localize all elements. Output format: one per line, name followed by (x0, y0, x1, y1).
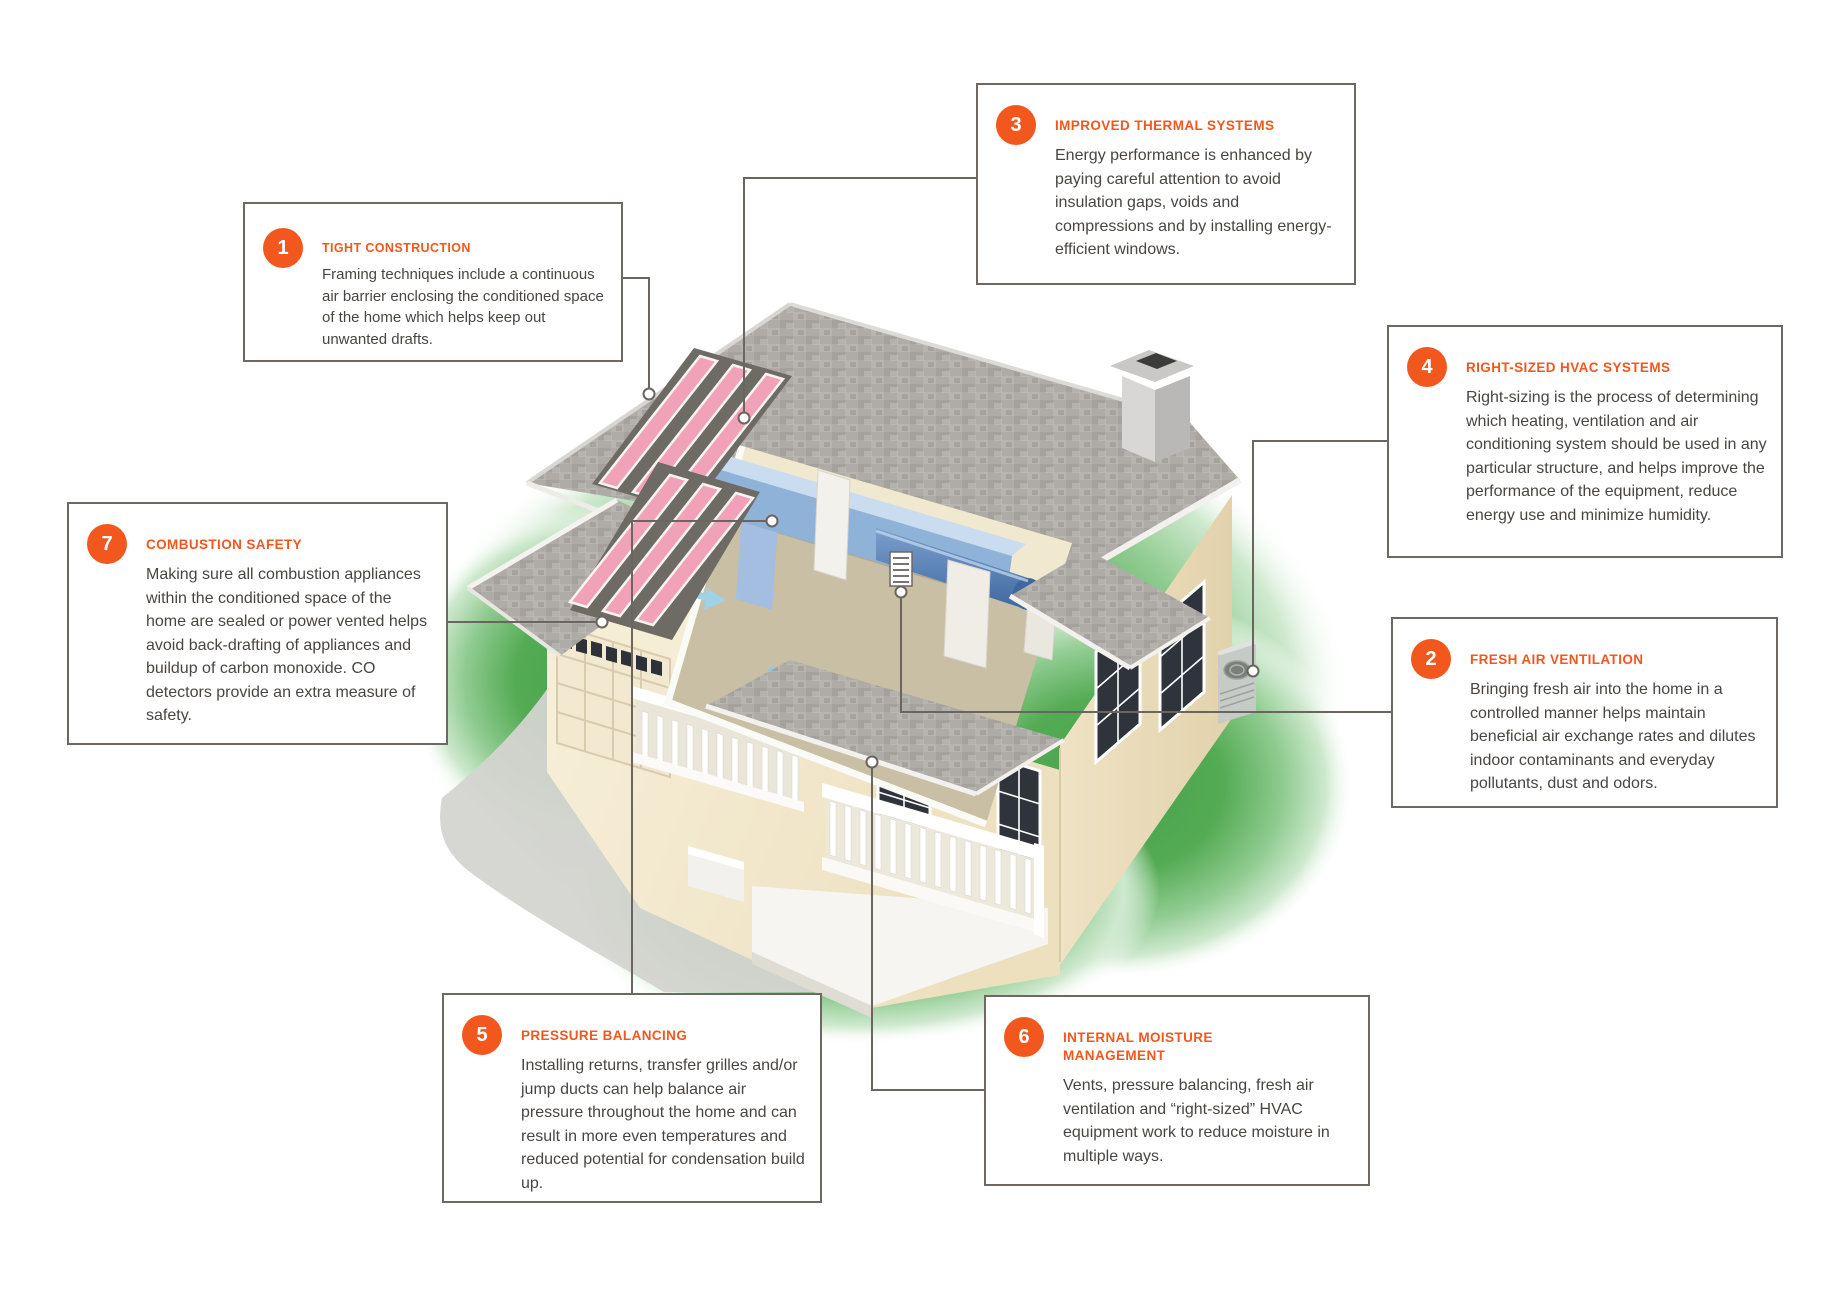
callout-internal-moisture-management: 6 INTERNAL MOISTURE MANAGEMENT Vents, pr… (984, 995, 1370, 1186)
callout-body-5: Installing returns, transfer grilles and… (521, 1057, 805, 1192)
callout-combustion-safety: 7 COMBUSTION SAFETY Making sure all comb… (67, 502, 448, 745)
callout-title-3: IMPROVED THERMAL SYSTEMS (1055, 118, 1275, 133)
dot-2 (894, 585, 908, 599)
callout-title-5: PRESSURE BALANCING (521, 1028, 688, 1043)
callout-title-4: RIGHT-SIZED HVAC SYSTEMS (1466, 360, 1671, 375)
porch-base (688, 846, 1048, 1018)
connector-5 (631, 520, 772, 993)
dot-4 (1246, 664, 1260, 678)
dot-1 (642, 387, 656, 401)
dot-5 (765, 514, 779, 528)
callout-fresh-air-ventilation: 2 FRESH AIR VENTILATION Bringing fresh a… (1391, 617, 1778, 808)
callout-body-3: Energy performance is enhanced by paying… (1055, 147, 1332, 258)
callout-body-1: Framing techniques include a continuous … (322, 266, 604, 348)
callout-title-7: COMBUSTION SAFETY (146, 537, 303, 552)
connector-6 (871, 762, 984, 1091)
callout-number-6: 6 (1004, 1017, 1044, 1057)
callout-number-1: 1 (263, 228, 303, 268)
dot-6 (865, 755, 879, 769)
dot-3 (737, 411, 751, 425)
connector-lines (448, 177, 1391, 1091)
callout-body-4: Right-sizing is the process of determini… (1466, 389, 1767, 524)
callout-number-3: 3 (996, 105, 1036, 145)
callout-title-6: INTERNAL MOISTURE MANAGEMENT (1063, 1030, 1213, 1063)
ac-unit (1216, 640, 1260, 724)
dot-7 (595, 615, 609, 629)
callout-number-4: 4 (1407, 347, 1447, 387)
chimney (1110, 350, 1194, 462)
callout-tight-construction: 1 TIGHT CONSTRUCTION Framing techniques … (243, 202, 623, 362)
connector-3 (743, 177, 976, 418)
connector-4 (1252, 440, 1387, 671)
callout-right-sized-hvac-systems: 4 RIGHT-SIZED HVAC SYSTEMS Right-sizing … (1387, 325, 1783, 558)
porch-roof (705, 660, 1066, 797)
right-wing-roof (1008, 550, 1212, 671)
callout-number-5: 5 (462, 1015, 502, 1055)
callout-title-1: TIGHT CONSTRUCTION (322, 241, 471, 255)
callout-number-2: 2 (1411, 639, 1451, 679)
roof-insulation-lower (567, 462, 760, 640)
fresh-air-grille (889, 551, 913, 587)
callout-title-2: FRESH AIR VENTILATION (1470, 652, 1644, 667)
callout-body-7: Making sure all combustion appliances wi… (146, 566, 428, 724)
callout-improved-thermal-systems: 3 IMPROVED THERMAL SYSTEMS Energy perfor… (976, 83, 1356, 285)
callout-body-2: Bringing fresh air into the home in a co… (1470, 681, 1756, 792)
callout-body-6: Vents, pressure balancing, fresh air ven… (1063, 1077, 1330, 1165)
callout-number-7: 7 (87, 524, 127, 564)
porch-railing (822, 782, 1044, 938)
connector-1 (623, 277, 650, 394)
attic-panels (813, 469, 1057, 669)
callout-pressure-balancing: 5 PRESSURE BALANCING Installing returns,… (442, 993, 822, 1203)
connector-dots (595, 387, 1260, 769)
connector-2 (900, 592, 1391, 713)
